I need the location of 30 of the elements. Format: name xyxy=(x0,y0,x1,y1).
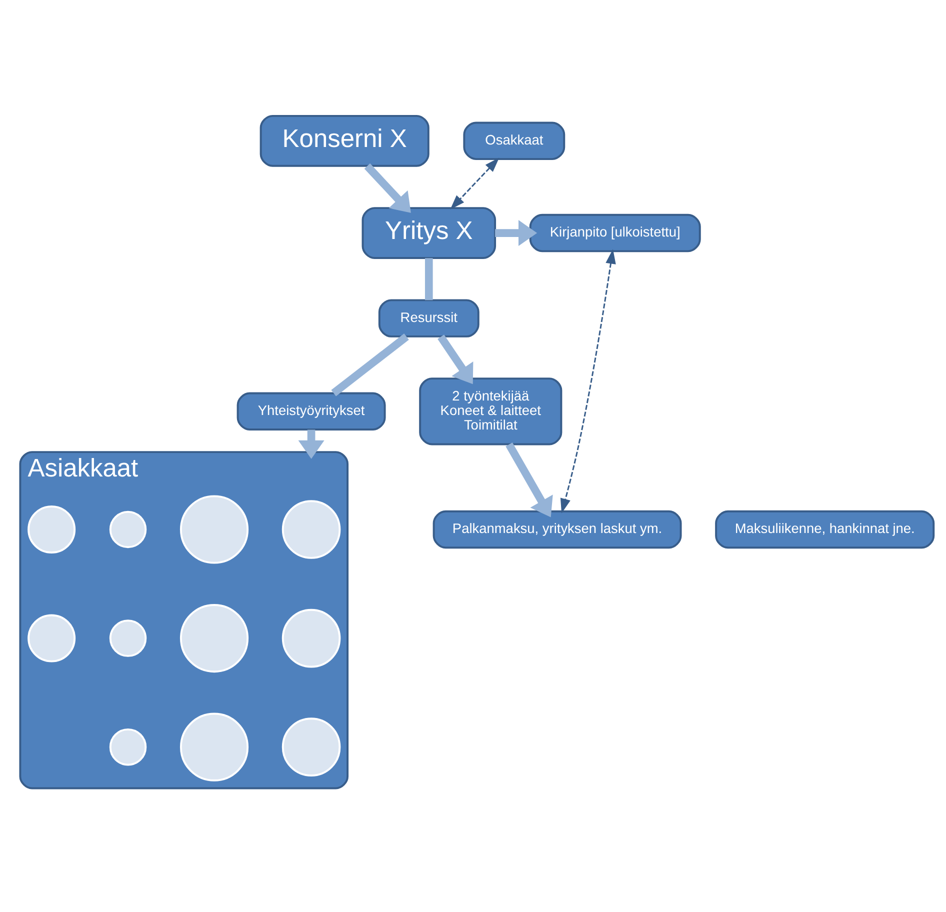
node-circle xyxy=(28,506,76,554)
node-circle xyxy=(282,608,341,668)
node-box: Konserni X xyxy=(260,114,430,167)
node-box: 2 työntekijää Koneet & laitteet Toimitilat xyxy=(419,378,562,446)
node-circle xyxy=(109,728,147,766)
node-box: Yhteistyöyritykset xyxy=(236,392,386,431)
node-circle xyxy=(28,614,76,662)
node-circle xyxy=(109,510,147,548)
node-box: Palkanmaksu, yrityksen laskut ym. xyxy=(432,510,682,549)
node-box: Resurssit xyxy=(378,299,480,338)
arrow xyxy=(560,249,616,514)
node-box: Maksuliikenne, hankinnat jne. xyxy=(715,510,935,549)
node-circle xyxy=(282,500,341,559)
arrow xyxy=(364,163,411,213)
connector xyxy=(331,334,409,396)
arrow xyxy=(450,158,500,210)
node-circle xyxy=(180,495,249,564)
connector xyxy=(424,258,433,300)
arrow xyxy=(438,334,474,384)
cluster: Asiakkaat xyxy=(19,451,349,790)
node-box: Kirjanpito [ulkoistettu] xyxy=(529,214,701,252)
arrow xyxy=(298,430,324,459)
node-circle xyxy=(282,718,341,776)
arrow xyxy=(506,442,553,518)
node-circle xyxy=(180,712,249,782)
node-box: Yritys X xyxy=(362,207,496,259)
node-box: Osakkaat xyxy=(463,122,566,160)
arrow xyxy=(495,220,538,246)
node-circle xyxy=(180,604,249,673)
node-circle xyxy=(109,620,147,657)
